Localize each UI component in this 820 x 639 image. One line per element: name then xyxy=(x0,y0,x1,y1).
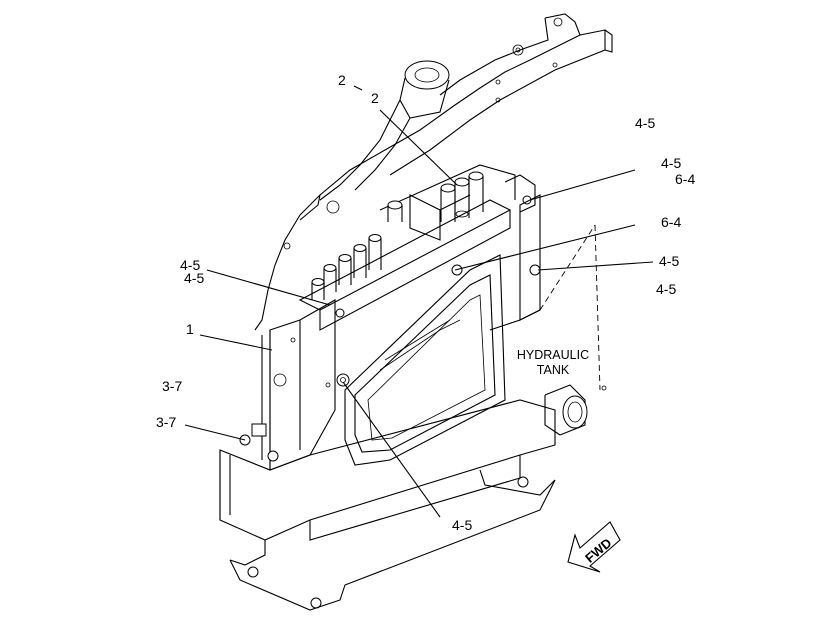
callout-4-5-right-2: 4-5 xyxy=(659,253,679,269)
fwd-label: FWD xyxy=(582,535,614,566)
control-valve-block xyxy=(298,164,536,331)
callout-1: 1 xyxy=(186,321,194,337)
callout-labels: 2 2 4-5 4-5 6-4 6-4 4-5 4-5 4-5 4-5 1 3-… xyxy=(156,72,695,533)
bracket-bolts xyxy=(251,264,463,437)
callout-4-5-top: 4-5 xyxy=(635,115,655,131)
boom-arm-structure xyxy=(254,13,613,331)
tank-label-line-2: TANK xyxy=(537,363,570,377)
leader-lines xyxy=(184,85,654,518)
tank-label-line-1: HYDRAULIC xyxy=(517,348,589,362)
callout-2-b: 2 xyxy=(371,90,379,106)
callout-4-5-right-3: 4-5 xyxy=(656,281,676,297)
callout-3-7-a: 3-7 xyxy=(162,378,182,394)
callout-6-4-right-1: 6-4 xyxy=(675,171,695,187)
side-port-fitting xyxy=(544,384,607,436)
callout-6-4-right-2: 6-4 xyxy=(661,214,681,230)
hydraulic-tank-label: HYDRAULIC TANK xyxy=(517,348,589,377)
callout-4-5-left-1: 4-5 xyxy=(180,257,200,273)
valve-port-group-left xyxy=(311,200,403,300)
callout-3-7-b: 3-7 xyxy=(156,414,176,430)
callout-4-5-right-1: 4-5 xyxy=(661,155,681,171)
tank-body xyxy=(219,194,601,611)
callout-4-5-bottom: 4-5 xyxy=(452,517,472,533)
forward-direction-arrow: FWD xyxy=(567,521,621,573)
sight-glass-frame xyxy=(344,254,506,466)
callout-4-5-left-2: 4-5 xyxy=(184,270,204,286)
callout-2-a: 2 xyxy=(338,72,346,88)
valve-port-group-right xyxy=(440,171,484,222)
